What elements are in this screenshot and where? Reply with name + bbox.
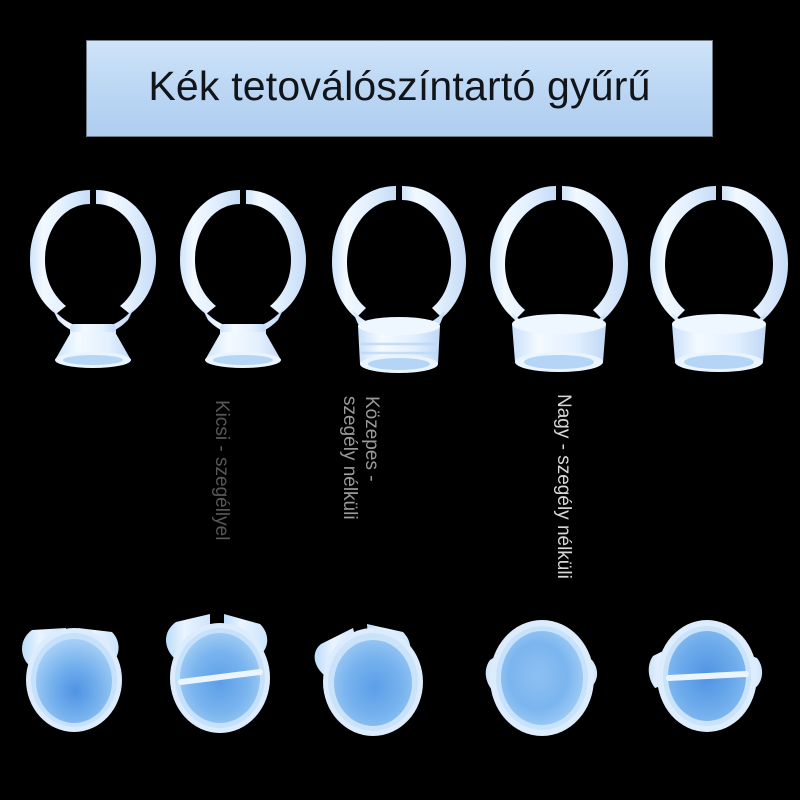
caption-medium-line-1: Közepes - bbox=[361, 396, 382, 482]
ring-top-view-3 bbox=[305, 604, 460, 744]
caption-medium-no-rim: Közepes - szegély nélküli bbox=[337, 396, 382, 520]
caption-small-with-rim: Kicsi - szegéllyel bbox=[210, 400, 232, 540]
caption-small-line-1: Kicsi - szegéllyel bbox=[211, 400, 232, 541]
ring-side-view-2 bbox=[158, 178, 328, 368]
ring-side-view-3 bbox=[308, 172, 488, 377]
page-title: Kék tetoválószíntartó gyűrű bbox=[148, 63, 651, 109]
ring-side-view-1 bbox=[8, 178, 178, 368]
ring-side-view-5 bbox=[628, 172, 800, 377]
ring-top-view-2 bbox=[150, 598, 305, 743]
caption-large-line-1: Nagy - szegély nélküli bbox=[553, 394, 574, 579]
caption-large-no-rim: Nagy - szegély nélküli bbox=[552, 394, 574, 579]
ring-top-view-4 bbox=[480, 608, 625, 748]
ring-side-view-4 bbox=[468, 172, 648, 377]
ring-top-view-1 bbox=[8, 608, 158, 743]
ring-top-view-5 bbox=[645, 612, 795, 744]
caption-medium-line-2: szegély nélküli bbox=[338, 396, 360, 520]
title-banner: Kék tetoválószíntartó gyűrű bbox=[86, 40, 713, 137]
